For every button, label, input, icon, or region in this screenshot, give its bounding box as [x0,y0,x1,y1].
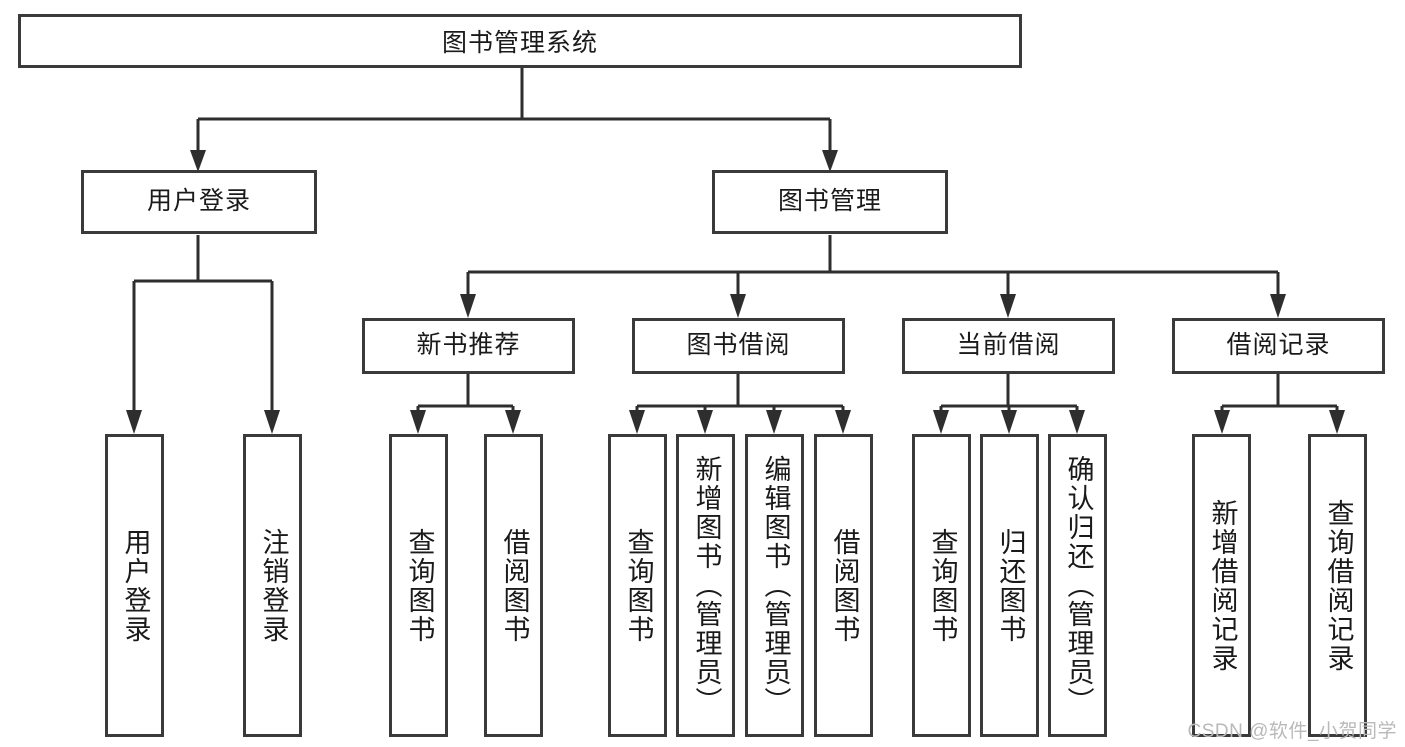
leaf-book-borrow-1[interactable]: 查询图书 [608,434,667,737]
node-label: 用户登录 [146,187,251,216]
leaf-user-login-1[interactable]: 用户登录 [105,434,164,737]
node-book-borrow[interactable]: 图书借阅 [632,318,845,374]
leaf-book-borrow-4[interactable]: 借阅图书 [814,434,873,737]
watermark-text: CSDN @软件_小贺同学 [1187,721,1397,742]
node-label: 借阅记录 [1226,331,1331,360]
node-label: 图书管理系统 [441,29,598,57]
arrow-bookborrow-leaf-3 [766,410,782,434]
node-user-login[interactable]: 用户登录 [81,170,317,234]
node-label: 查询借阅记录 [1323,498,1354,673]
leaf-new-book-recommend-1[interactable]: 查询图书 [389,434,448,737]
node-borrow-record[interactable]: 借阅记录 [1172,318,1385,374]
node-label: 新增图书（管理员） [691,455,722,716]
arrow-to-user-login [190,150,206,172]
leaf-borrow-record-1[interactable]: 新增借阅记录 [1192,434,1251,737]
node-label: 编辑图书（管理员） [760,455,791,716]
node-label: 当前借阅 [956,331,1061,360]
leaf-book-borrow-2[interactable]: 新增图书（管理员） [676,434,735,737]
node-label: 用户登录 [120,527,151,644]
node-book-management[interactable]: 图书管理 [712,170,948,234]
arrow-currentborrow-leaf-3 [1069,410,1085,434]
arrow-userlogin-leaf-1 [126,410,142,434]
arrow-newbook-leaf-1 [410,410,426,434]
arrow-bookborrow-leaf-1 [629,410,645,434]
arrow-newbook-leaf-2 [505,410,521,434]
arrow-currentborrow-leaf-1 [933,410,949,434]
node-label: 归还图书 [995,527,1026,644]
node-root-book-management-system[interactable]: 图书管理系统 [18,14,1022,68]
leaf-current-borrow-2[interactable]: 归还图书 [980,434,1039,737]
leaf-current-borrow-3[interactable]: 确认归还（管理员） [1048,434,1107,737]
node-label: 确认归还（管理员） [1063,455,1094,716]
arrow-to-new-book [460,294,476,318]
arrow-to-borrow-record [1270,294,1286,318]
node-label: 图书借阅 [686,331,791,360]
leaf-current-borrow-1[interactable]: 查询图书 [912,434,971,737]
arrow-to-book-borrow [730,294,746,318]
node-label: 图书管理 [777,187,882,216]
node-new-book-recommend[interactable]: 新书推荐 [362,318,575,374]
node-label: 新增借阅记录 [1207,498,1238,673]
leaf-book-borrow-3[interactable]: 编辑图书（管理员） [745,434,804,737]
leaf-new-book-recommend-2[interactable]: 借阅图书 [484,434,543,737]
node-label: 借阅图书 [829,527,860,644]
node-label: 借阅图书 [499,527,530,644]
arrow-borrowrecord-leaf-2 [1329,410,1345,434]
leaf-user-login-2[interactable]: 注销登录 [243,434,302,737]
arrow-bookborrow-leaf-4 [835,410,851,434]
arrow-bookborrow-leaf-2 [697,410,713,434]
leaf-borrow-record-2[interactable]: 查询借阅记录 [1308,434,1367,737]
node-label: 新书推荐 [416,331,521,360]
node-label: 查询图书 [404,527,435,644]
node-label: 查询图书 [927,527,958,644]
node-label: 注销登录 [258,527,289,644]
arrow-currentborrow-leaf-2 [1001,410,1017,434]
arrow-borrowrecord-leaf-1 [1214,410,1230,434]
node-label: 查询图书 [623,527,654,644]
arrow-to-current-borrow [1000,294,1016,318]
arrow-to-book-mgmt [822,150,838,172]
arrow-userlogin-leaf-2 [264,410,280,434]
node-current-borrow[interactable]: 当前借阅 [902,318,1115,374]
